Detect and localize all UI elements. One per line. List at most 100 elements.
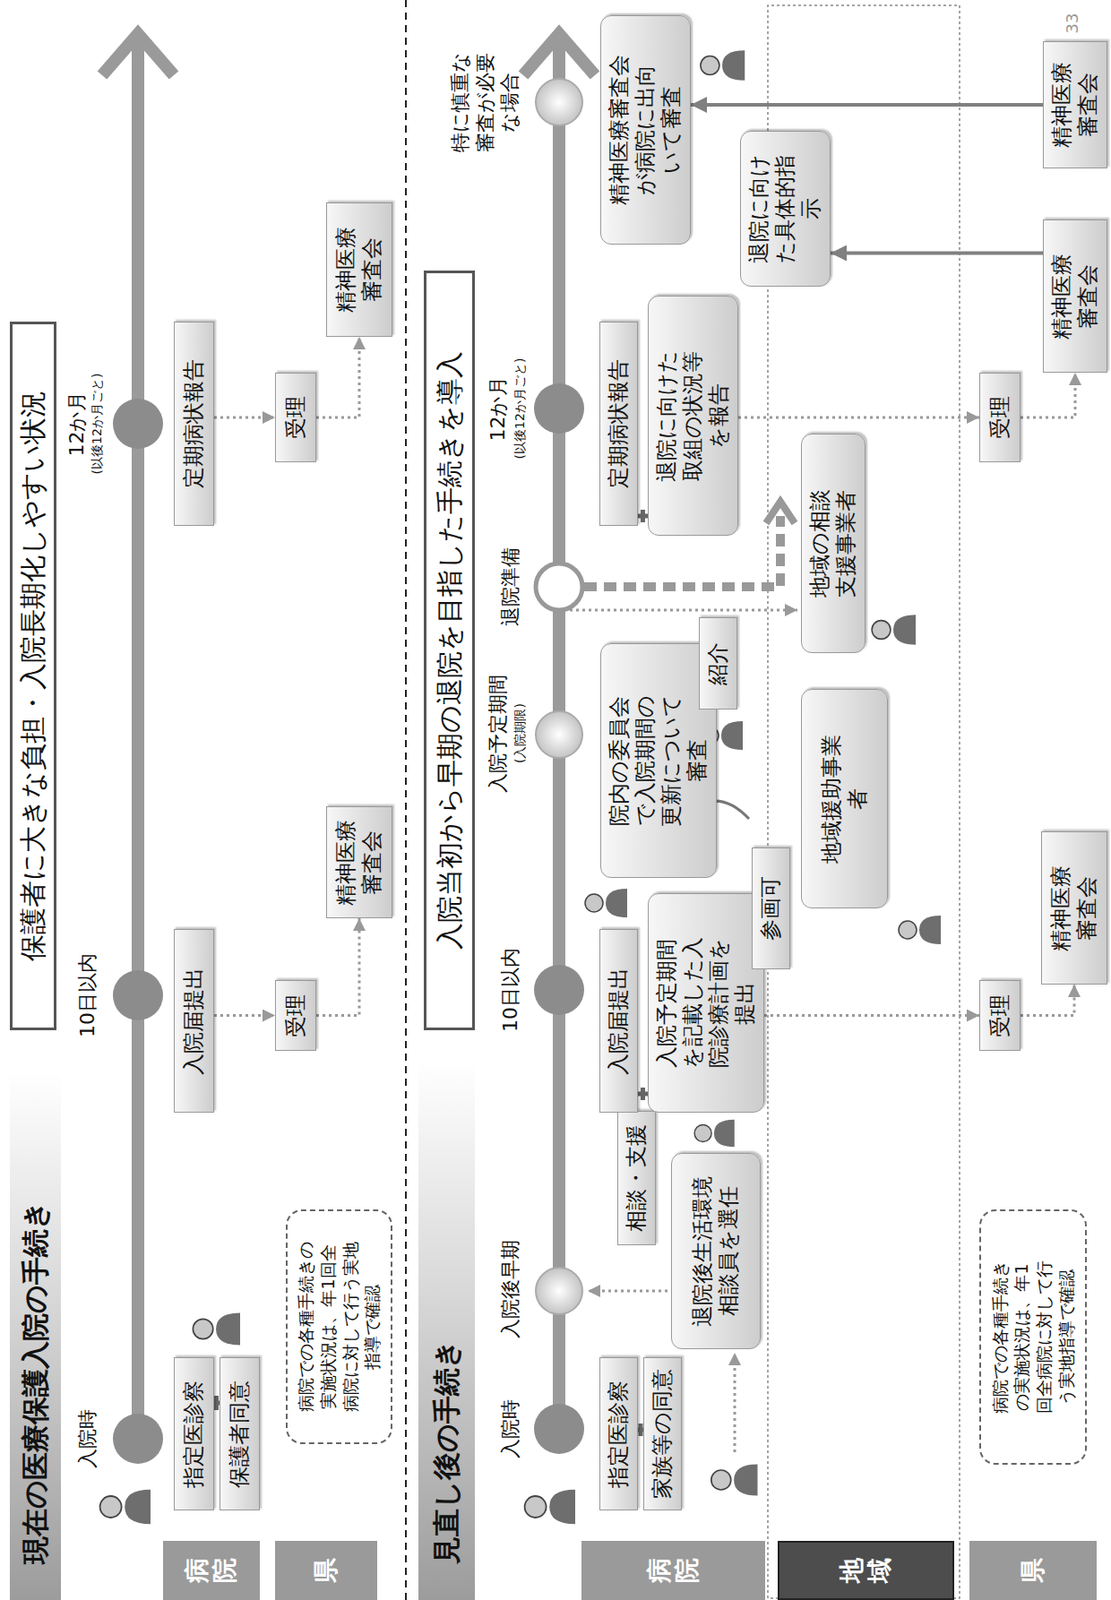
process-box: 精神医療審査会 <box>326 806 393 919</box>
node-text: 病院 <box>183 1558 240 1584</box>
timeline-label: 入院時 <box>498 1393 524 1465</box>
node-text: 入院届提出 <box>605 967 632 1076</box>
node-text: 地域 <box>838 1558 895 1584</box>
connector <box>214 1014 276 1017</box>
process-box: 参画可 <box>751 847 791 970</box>
process-box: 入院届提出 <box>173 929 215 1113</box>
person-icon <box>100 1489 151 1525</box>
timeline-label: 退院準備 <box>498 542 524 632</box>
row-label: 地域 <box>777 1541 955 1600</box>
page-number: 33 <box>1062 5 1084 42</box>
process-box: 相談・支援 <box>617 1111 656 1246</box>
node-text: 地域援助事業者 <box>818 734 871 864</box>
process-box: 精神医療審査会 <box>1042 41 1108 169</box>
timeline-label: 10日以内 <box>75 946 101 1045</box>
timeline-dot <box>533 964 585 1016</box>
thick-arrowhead <box>766 501 795 524</box>
process-box: 定期病状報告 <box>173 321 215 526</box>
row-label: 病院 <box>581 1541 766 1600</box>
timeline-axis <box>131 36 145 1439</box>
subtitle-box: 入院当初から早期の退院を目指した手続きを導入 <box>423 270 475 1031</box>
node-text: 参画可 <box>757 876 784 941</box>
process-box: 保護者同意 <box>219 1357 260 1511</box>
timeline-dot <box>112 970 164 1021</box>
timeline-dot <box>535 78 583 126</box>
person-icon <box>871 614 916 645</box>
process-box: 受理 <box>979 980 1021 1051</box>
node-text: 病院での各種手続きの実施状況は、年1回全病院に対して行う実地指導で確認 <box>294 1241 384 1413</box>
dotted-arrow <box>733 1352 737 1453</box>
connector <box>214 416 276 420</box>
row-label: 県 <box>275 1541 378 1600</box>
timeline-label: 12か月 <box>485 372 511 445</box>
node-text: 現在の医療保護入院の手続き <box>18 1200 52 1565</box>
process-box: 定期病状報告 <box>599 321 638 526</box>
process-box: 精神医療審査会 <box>1041 831 1108 985</box>
node-text: 指定医診察 <box>180 1380 207 1489</box>
connector <box>1020 984 1075 1017</box>
process-box: 退院に向けた具体的指示 <box>740 130 831 287</box>
timeline-label: 入院予定期間 <box>485 668 511 799</box>
node-text: 精神医療審査会 <box>1048 865 1101 952</box>
section-separator <box>404 0 407 1600</box>
node-text: 精神医療審査会 <box>333 226 386 313</box>
person-icon <box>192 1313 241 1346</box>
process-box: 指定医診察 <box>173 1357 215 1511</box>
process-box: 家族等の同意 <box>643 1357 682 1511</box>
connector <box>764 1014 980 1017</box>
node-text: 病院 <box>645 1558 702 1584</box>
connector <box>830 251 1043 256</box>
node-text: 受理 <box>987 396 1014 440</box>
timeline-label: 10日以内 <box>498 940 524 1040</box>
timeline-dot <box>112 398 164 449</box>
node-text: 精神医療審査会 <box>1049 253 1102 340</box>
timeline-dot <box>535 711 583 758</box>
process-box: 入院届提出 <box>599 929 638 1113</box>
node-text: 入院当初から早期の退院を目指した手続きを導入 <box>433 351 466 950</box>
person-icon <box>525 1489 576 1525</box>
node-text: 紹介 <box>705 642 732 686</box>
connector <box>690 103 1043 107</box>
process-box: 精神医療審査会が病院に出向いて審査 <box>600 15 691 245</box>
node-text: 相談・支援 <box>623 1124 650 1232</box>
section-heading: 見直し後の手続き <box>418 1061 475 1600</box>
node-text: 受理 <box>283 994 310 1038</box>
person-icon <box>711 1464 758 1496</box>
node-text: 地域の相談支援事業者 <box>807 479 860 609</box>
process-box: 紹介 <box>698 617 738 710</box>
row-label: 病院 <box>163 1541 260 1600</box>
timeline-dot <box>112 1413 164 1465</box>
timeline-label: 入院後早期 <box>498 1237 524 1341</box>
subtitle-box: 保護者に大きな負担・入院長期化しやすい状況 <box>9 321 57 1031</box>
connector <box>1020 372 1076 418</box>
connector <box>316 918 360 1017</box>
process-box: 退院に向けた取組の状況等を報告 <box>647 295 739 536</box>
timeline-dot <box>533 1403 585 1455</box>
person-icon <box>694 1119 735 1147</box>
node-text: 退院後生活環境相談員を選任 <box>689 1176 742 1327</box>
timeline-label: (以後12か月ごと) <box>89 356 106 491</box>
node-text: 退院に向けた取組の状況等を報告 <box>654 340 732 491</box>
process-box: 指定医診察 <box>599 1357 638 1511</box>
timeline-arrowhead <box>102 34 174 76</box>
person-icon <box>585 888 628 918</box>
process-box: 受理 <box>275 372 317 463</box>
node-text: 定期病状報告 <box>180 359 207 489</box>
node-text: 受理 <box>283 396 310 440</box>
timeline-dot <box>535 1267 583 1315</box>
timeline-label: 特に慎重な審査が必要な場合 <box>447 48 523 156</box>
process-box: 地域の相談支援事業者 <box>800 433 866 654</box>
timeline-label: (以後12か月ごと) <box>512 341 529 476</box>
note-box: 病院での各種手続きの実施状況は、年1回全病院に対して行う実地指導で確認 <box>285 1209 393 1445</box>
process-box: 精神医療審査会 <box>326 202 393 337</box>
dotted-arrow <box>569 609 798 612</box>
process-box: 退院後生活環境相談員を選任 <box>671 1153 761 1350</box>
node-text: 入院届提出 <box>180 967 207 1076</box>
person-icon <box>898 915 941 945</box>
node-text: 県 <box>1019 1558 1048 1584</box>
node-text: 精神医療審査会が病院に出向いて審査 <box>606 54 684 206</box>
node-text: 保護者同意 <box>226 1380 253 1489</box>
node-text: 精神医療審査会 <box>333 819 386 906</box>
